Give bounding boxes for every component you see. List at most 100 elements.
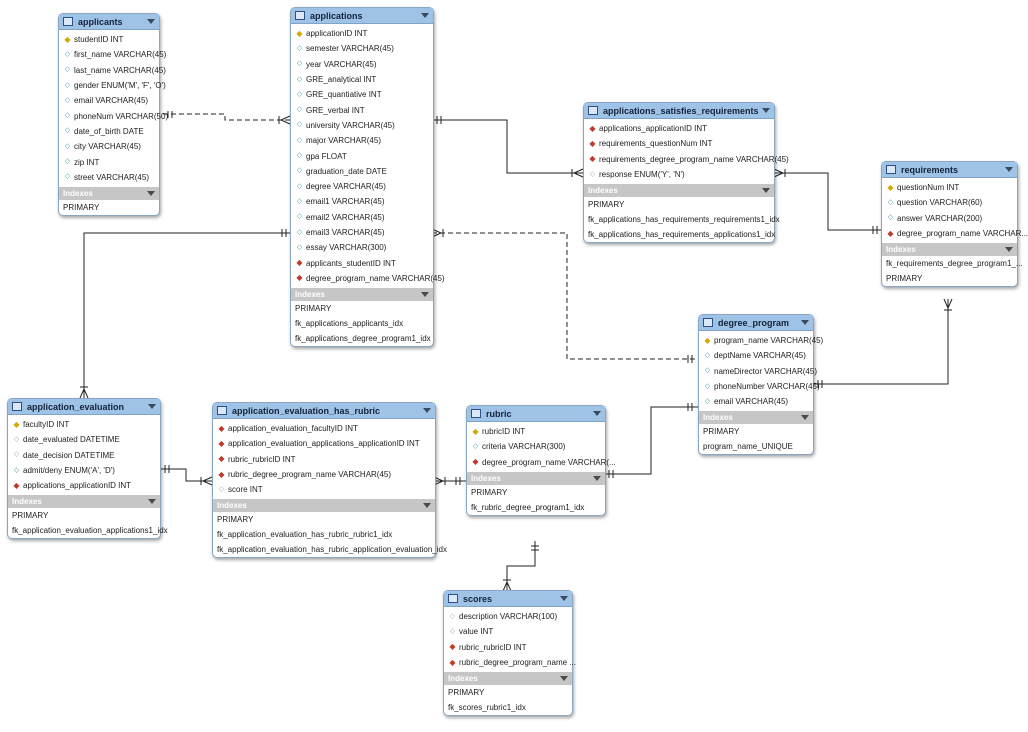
index-row[interactable]: PRIMARY [291, 301, 433, 316]
index-row[interactable]: PRIMARY [467, 485, 605, 500]
indexes-header[interactable]: Indexes [882, 243, 1017, 257]
index-row[interactable]: fk_applications_degree_program1_idx [291, 331, 433, 346]
column-row[interactable]: ◇date_of_birth DATE [59, 124, 159, 139]
index-row[interactable]: fk_application_evaluation_has_rubric_app… [213, 542, 447, 557]
column-row[interactable]: ◆questionNum INT [882, 180, 1017, 195]
collapse-arrow-icon[interactable] [762, 108, 770, 113]
column-row[interactable]: ◇degree VARCHAR(45) [291, 179, 433, 194]
column-row[interactable]: ◆requirements_questionNum INT [584, 136, 774, 151]
index-row[interactable]: program_name_UNIQUE [699, 439, 813, 454]
indexes-header[interactable]: Indexes [8, 495, 160, 509]
indexes-header[interactable]: Indexes [467, 471, 605, 485]
column-row[interactable]: ◇score INT [213, 482, 435, 497]
collapse-arrow-icon[interactable] [1005, 247, 1013, 253]
collapse-arrow-icon[interactable] [423, 503, 431, 509]
column-row[interactable]: ◆requirements_degree_program_name VARCHA… [584, 152, 788, 167]
indexes-header[interactable]: Indexes [291, 288, 433, 302]
column-row[interactable]: ◆applicationID INT [291, 26, 433, 41]
column-row[interactable]: ◆rubricID INT [467, 424, 605, 439]
table-applications[interactable]: applications ◆applicationID INT◇semester … [290, 7, 445, 348]
column-row[interactable]: ◇admit/deny ENUM('A', 'D') [8, 463, 160, 478]
column-row[interactable]: ◇university VARCHAR(45) [291, 118, 433, 133]
collapse-arrow-icon[interactable] [593, 411, 601, 416]
column-row[interactable]: ◇first_name VARCHAR(45) [59, 47, 167, 62]
index-row[interactable]: fk_applications_has_requirements_applica… [584, 227, 775, 242]
column-row[interactable]: ◇email3 VARCHAR(45) [291, 225, 433, 240]
column-row[interactable]: ◇major VARCHAR(45) [291, 133, 433, 148]
column-row[interactable]: ◇email VARCHAR(45) [699, 394, 813, 409]
table-applications-satisfies-requirements[interactable]: applications_satisfies_requirements ◆appl… [583, 102, 789, 244]
index-row[interactable]: fk_application_evaluation_applications1_… [8, 523, 168, 538]
column-row[interactable]: ◆applicants_studentID INT [291, 255, 433, 270]
column-row[interactable]: ◇GRE_verbal INT [291, 102, 433, 117]
column-row[interactable]: ◇value INT [444, 624, 572, 639]
column-row[interactable]: ◇date_evaluated DATETIME [8, 432, 160, 447]
table-degree-program[interactable]: degree_program◆program_name VARCHAR(45)◇… [698, 314, 823, 456]
column-row[interactable]: ◇city VARCHAR(45) [59, 139, 159, 154]
column-row[interactable]: ◆rubric_rubricID INT [444, 640, 572, 655]
collapse-arrow-icon[interactable] [147, 19, 155, 24]
column-row[interactable]: ◆rubric_degree_program_name VARCHAR(45) [213, 467, 435, 482]
column-row[interactable]: ◇semester VARCHAR(45) [291, 41, 433, 56]
column-row[interactable]: ◇nameDirector VARCHAR(45) [699, 364, 817, 379]
index-row[interactable]: PRIMARY [882, 271, 1017, 286]
collapse-arrow-icon[interactable] [593, 475, 601, 481]
table-scores[interactable]: scores◇description VARCHAR(100)◇value IN… [443, 590, 576, 717]
table-applicants[interactable]: applicants◆studentID INT◇first_name VARC… [58, 13, 168, 216]
column-row[interactable]: ◆program_name VARCHAR(45) [699, 333, 823, 348]
column-row[interactable]: ◇answer VARCHAR(200) [882, 211, 1017, 226]
collapse-arrow-icon[interactable] [421, 292, 429, 298]
index-row[interactable]: fk_application_evaluation_has_rubric_rub… [213, 527, 435, 542]
collapse-arrow-icon[interactable] [560, 596, 568, 601]
column-row[interactable]: ◇question VARCHAR(60) [882, 195, 1017, 210]
indexes-header[interactable]: Indexes [699, 411, 813, 425]
index-row[interactable]: PRIMARY [59, 200, 159, 215]
column-row[interactable]: ◇deptName VARCHAR(45) [699, 348, 813, 363]
column-row[interactable]: ◇GRE_analytical INT [291, 72, 433, 87]
column-row[interactable]: ◆rubric_rubricID INT [213, 452, 435, 467]
collapse-arrow-icon[interactable] [560, 676, 568, 682]
index-row[interactable]: fk_rubric_degree_program1_idx [467, 500, 605, 515]
table-header[interactable]: applications [291, 8, 433, 24]
column-row[interactable]: ◇last_name VARCHAR(45) [59, 63, 166, 78]
table-header[interactable]: application_evaluation [8, 399, 160, 415]
indexes-header[interactable]: Indexes [584, 184, 774, 198]
indexes-header[interactable]: Indexes [213, 499, 435, 513]
index-row[interactable]: fk_applications_applicants_idx [291, 316, 433, 331]
column-row[interactable]: ◇GRE_quantiative INT [291, 87, 433, 102]
column-row[interactable]: ◆degree_program_name VARCHAR(... [467, 455, 615, 470]
collapse-arrow-icon[interactable] [148, 499, 156, 505]
table-header[interactable]: degree_program [699, 315, 813, 331]
column-row[interactable]: ◇email1 VARCHAR(45) [291, 194, 433, 209]
index-row[interactable]: PRIMARY [8, 508, 160, 523]
column-row[interactable]: ◇email2 VARCHAR(45) [291, 210, 433, 225]
column-row[interactable]: ◇gender ENUM('M', 'F', 'O') [59, 78, 166, 93]
table-application-evaluation[interactable]: application_evaluation◆facultyID INT◇dat… [7, 398, 168, 540]
table-header[interactable]: applicants [59, 14, 159, 30]
table-application-evaluation-has-rubric[interactable]: application_evaluation_has_rubric◆applic… [212, 402, 447, 559]
index-row[interactable]: fk_scores_rubric1_idx [444, 700, 572, 715]
column-row[interactable]: ◆application_evaluation_applications_app… [213, 436, 435, 451]
column-row[interactable]: ◇criteria VARCHAR(300) [467, 439, 605, 454]
column-row[interactable]: ◆applications_applicationID INT [584, 121, 774, 136]
column-row[interactable]: ◇date_decision DATETIME [8, 448, 160, 463]
column-row[interactable]: ◇essay VARCHAR(300) [291, 240, 433, 255]
column-row[interactable]: ◆degree_program_name VARCHAR(45) [291, 271, 444, 286]
table-header[interactable]: requirements [882, 162, 1017, 178]
table-requirements[interactable]: requirements ◆questionNum INT◇question VA… [881, 161, 1028, 288]
column-row[interactable]: ◆application_evaluation_facultyID INT [213, 421, 435, 436]
column-row[interactable]: ◆facultyID INT [8, 417, 160, 432]
table-header[interactable]: applications_satisfies_requirements [584, 103, 774, 119]
column-row[interactable]: ◆applications_applicationID INT [8, 478, 160, 493]
column-row[interactable]: ◇response ENUM('Y', 'N') [584, 167, 774, 182]
indexes-header[interactable]: Indexes [59, 186, 159, 200]
index-row[interactable]: fk_applications_has_requirements_require… [584, 212, 780, 227]
column-row[interactable]: ◇phoneNumber VARCHAR(45) [699, 379, 820, 394]
column-row[interactable]: ◇email VARCHAR(45) [59, 93, 159, 108]
collapse-arrow-icon[interactable] [762, 188, 770, 194]
index-row[interactable]: PRIMARY [584, 197, 774, 212]
column-row[interactable]: ◇zip INT [59, 154, 159, 169]
column-row[interactable]: ◇street VARCHAR(45) [59, 170, 159, 185]
column-row[interactable]: ◆degree_program_name VARCHAR... [882, 226, 1028, 241]
collapse-arrow-icon[interactable] [421, 13, 429, 18]
